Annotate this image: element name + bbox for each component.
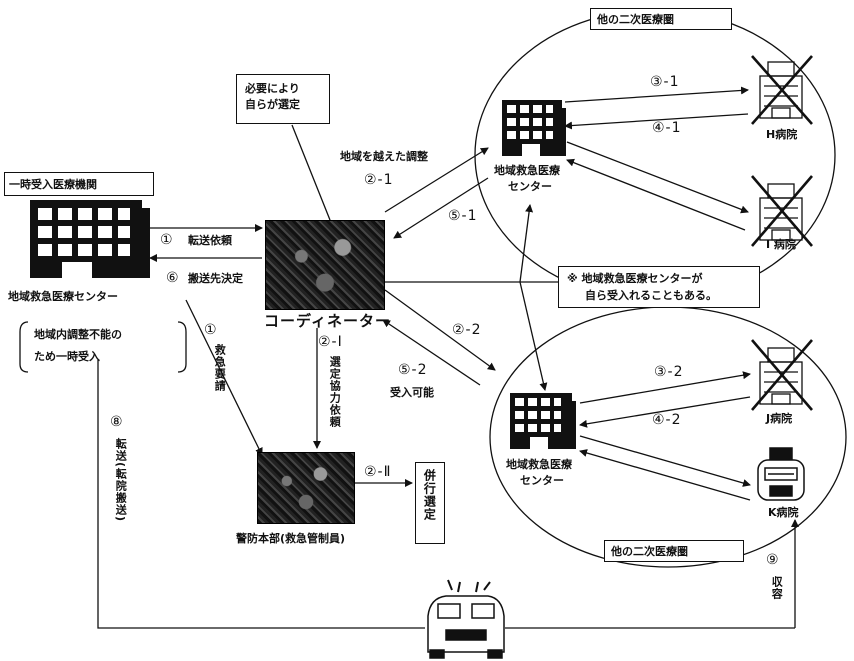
- step-4-1-label: ④-1: [652, 120, 682, 136]
- transfer-vertical-label: 転送(転院搬送): [114, 438, 128, 523]
- center-top-line2: センター: [508, 180, 552, 193]
- note-line1: ※ 地域救急医療センターが: [567, 272, 703, 285]
- transfer-request-label: 転送依頼: [188, 234, 232, 247]
- center-bottom-line2: センター: [520, 474, 564, 487]
- building-icon-left: [30, 200, 150, 278]
- step-8-label: ⑧: [110, 414, 124, 430]
- temp-accept-line2: ため一時受入: [34, 350, 100, 363]
- step-6-label: ⑥: [166, 270, 180, 286]
- fire-hq-label: 警防本部(救急管制員): [236, 532, 346, 545]
- coordinator-label: コーディネーター: [264, 312, 391, 330]
- other-region-box-top: 他の二次医療圏: [590, 8, 732, 30]
- step-2-2-label: ②-2: [452, 322, 482, 338]
- hospital-icon-j: [751, 339, 813, 411]
- step-2-1-label: ②-1: [364, 172, 394, 188]
- other-region-box-bottom: 他の二次医療圏: [604, 540, 744, 562]
- emergency-call-label: 救急要請: [213, 344, 227, 392]
- step-1b-label: ①: [204, 322, 218, 338]
- admission-label: 収容: [770, 576, 784, 600]
- hospital-icon-h: [751, 55, 813, 125]
- step-2-II-label: ②-Ⅱ: [364, 464, 392, 480]
- parallel-select-box: 併行選定: [415, 462, 445, 544]
- acceptable-label: 受入可能: [390, 386, 434, 399]
- note-line2: 自ら受入れることもある。: [585, 288, 717, 302]
- step-3-2-label: ③-2: [654, 364, 684, 380]
- coordinator-photo: [265, 220, 385, 310]
- self-select-line1: 必要により: [245, 82, 300, 95]
- hospital-icon-i: [751, 175, 813, 247]
- self-select-box: 必要により 自らが選定: [236, 74, 330, 124]
- building-icon-top-center: [502, 100, 566, 156]
- step-1-label: ①: [160, 232, 174, 248]
- other-region-top-label: 他の二次医療圏: [597, 13, 674, 26]
- step-3-1-label: ③-1: [650, 74, 680, 90]
- ambulance-icon: [427, 579, 505, 659]
- temp-accept-line1: 地域内調整不能の: [34, 328, 122, 341]
- center-bottom-line1: 地域救急医療: [506, 458, 572, 471]
- hospital-icon-k: [757, 447, 805, 501]
- center-top-line1: 地域救急医療: [494, 164, 560, 177]
- hospital-k-label: K病院: [768, 506, 799, 519]
- step-5-1-label: ⑤-1: [448, 208, 478, 224]
- building-icon-bottom-center: [510, 393, 576, 449]
- parallel-select-label: 併行選定: [422, 469, 437, 521]
- selection-request-label: 選定協力依頼: [328, 356, 342, 428]
- step-9-label: ⑨: [766, 552, 780, 568]
- temp-facility-label: 一時受入医療機関: [9, 178, 97, 191]
- step-4-2-label: ④-2: [652, 412, 682, 428]
- hospital-h-label: H病院: [766, 128, 798, 141]
- note-box: ※ 地域救急医療センターが 自ら受入れることもある。: [558, 266, 760, 308]
- other-region-bottom-label: 他の二次医療圏: [611, 545, 688, 558]
- self-select-line2: 自らが選定: [245, 97, 300, 111]
- temp-facility-box: 一時受入医療機関: [4, 172, 154, 196]
- hospital-i-label: I 病院: [766, 238, 796, 251]
- center-left-label: 地域救急医療センター: [8, 290, 118, 303]
- hospital-j-label: J病院: [766, 412, 793, 425]
- step-2-I-label: ②-Ⅰ: [318, 334, 343, 350]
- step-5-2-label: ⑤-2: [398, 362, 428, 378]
- cross-region-label: 地域を越えた調整: [340, 150, 428, 163]
- fire-hq-photo: [257, 452, 355, 524]
- destination-decided-label: 搬送先決定: [188, 272, 243, 285]
